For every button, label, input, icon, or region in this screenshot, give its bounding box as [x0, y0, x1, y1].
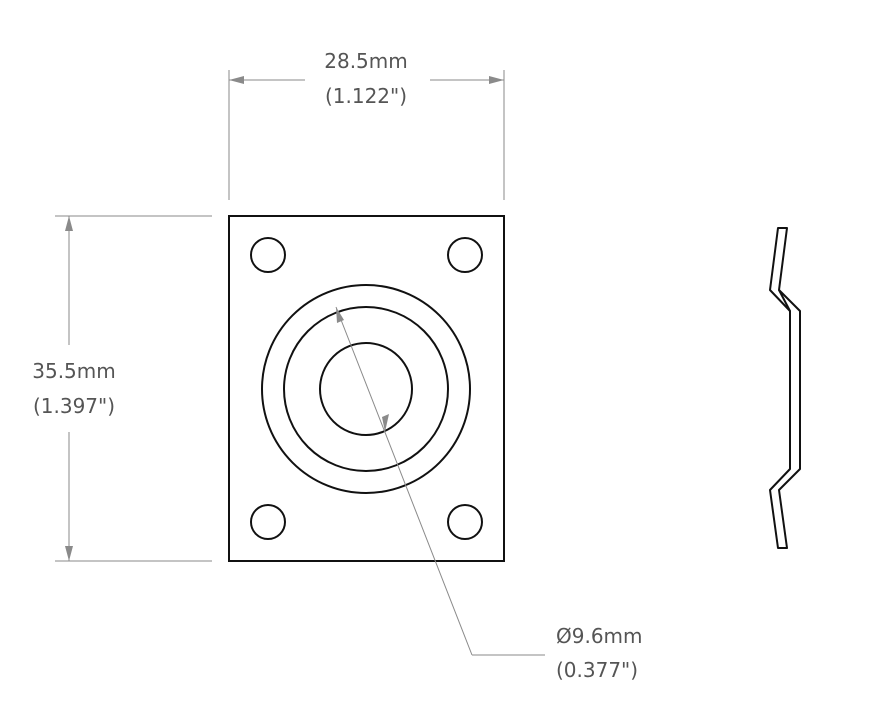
- width-arrow-right: [489, 76, 504, 84]
- side-profile-inner-line: [778, 289, 791, 312]
- hole-diameter-callout: Ø9.6mm (0.377"): [335, 306, 643, 682]
- recess-inner-ring: [283, 306, 449, 472]
- plate-outline: [228, 215, 505, 562]
- height-arrow-top: [65, 216, 73, 231]
- plate-side-profile: [769, 227, 801, 549]
- diameter-arrow-outer: [336, 307, 344, 323]
- recess-outer-ring: [261, 284, 471, 494]
- diameter-leader-line: [335, 306, 473, 656]
- side-profile-outline: [769, 227, 801, 549]
- width-metric-label: 28.5mm: [324, 49, 408, 73]
- mounting-hole-bottom-left: [250, 504, 286, 540]
- height-metric-label: 35.5mm: [32, 359, 116, 383]
- diameter-metric-label: Ø9.6mm: [556, 624, 643, 648]
- plate-front-view: [228, 215, 505, 562]
- mounting-hole-top-left: [250, 237, 286, 273]
- jack-hole: [319, 342, 413, 436]
- height-arrow-bottom: [65, 546, 73, 561]
- width-arrow-left: [229, 76, 244, 84]
- diameter-arrow-inner: [382, 414, 389, 432]
- mounting-hole-bottom-right: [447, 504, 483, 540]
- height-dimension: 35.5mm (1.397"): [32, 215, 212, 562]
- diameter-imperial-label: (0.377"): [556, 658, 638, 682]
- height-imperial-label: (1.397"): [33, 394, 115, 418]
- width-imperial-label: (1.122"): [325, 84, 407, 108]
- mounting-hole-top-right: [447, 237, 483, 273]
- width-dimension: 28.5mm (1.122"): [228, 49, 505, 200]
